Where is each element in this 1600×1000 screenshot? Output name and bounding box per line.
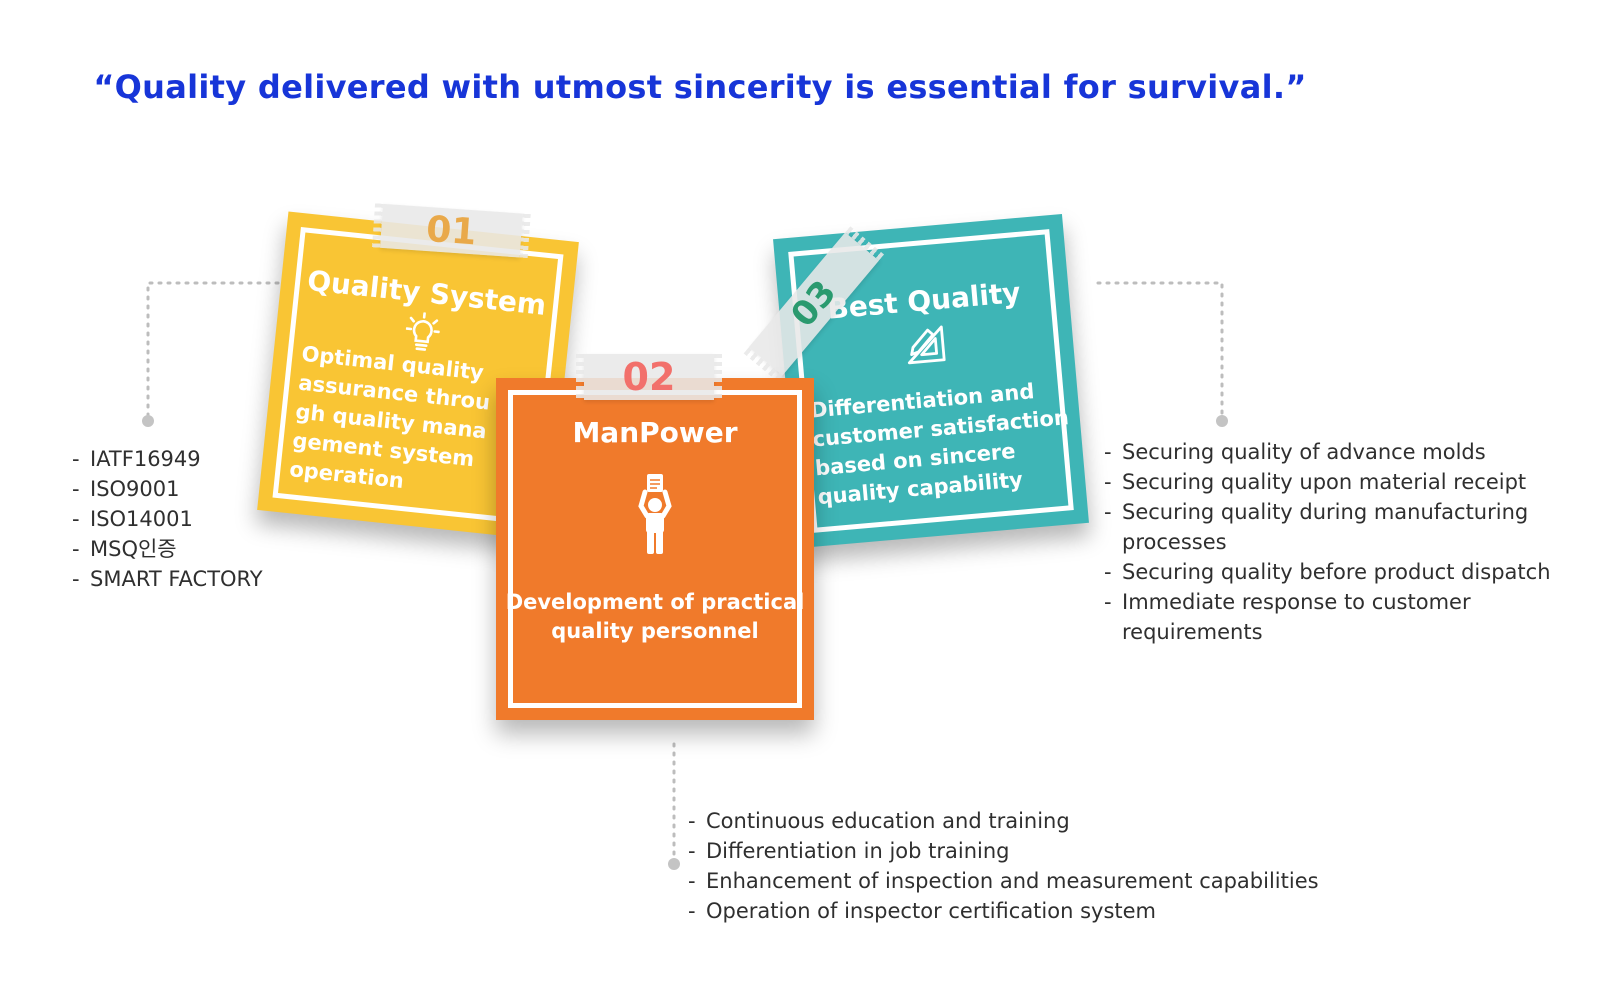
connector-quality-system (146, 281, 280, 422)
list-item: Securing quality before product dispatch (1104, 557, 1584, 587)
card-number: 01 (424, 208, 478, 253)
card-quality-system: Quality System Optimal quality assurance… (257, 203, 579, 541)
list-item: Securing quality during manufacturing pr… (1104, 497, 1572, 557)
list-item: IATF16949 (72, 444, 263, 474)
list-manpower: Continuous education and training Differ… (688, 806, 1319, 926)
card-description: Optimal quality assurance through qualit… (288, 341, 492, 494)
card-title: ManPower (572, 416, 738, 449)
connector-best-quality (1096, 281, 1224, 422)
list-item: Operation of inspector certification sys… (688, 896, 1319, 926)
connector-dot-bottom (668, 858, 680, 870)
list-item: SMART FACTORY (72, 564, 263, 594)
list-best-quality: Securing quality of advance molds Securi… (1104, 437, 1584, 647)
connector-dot-left (142, 415, 154, 427)
ruler-pencil-icon (907, 325, 946, 365)
list-item: Securing quality of advance molds (1104, 437, 1584, 467)
card-manpower: ManPower Development of practical qualit… (496, 354, 814, 720)
list-item: Enhancement of inspection and measuremen… (688, 866, 1319, 896)
list-item: ISO14001 (72, 504, 263, 534)
list-quality-system: IATF16949 ISO9001 ISO14001 MSQ인증 SMART F… (72, 444, 263, 594)
card-description: Differentiation and customer satisfactio… (809, 379, 1070, 510)
list-item: MSQ인증 (72, 534, 263, 564)
number-tape: 02 (576, 354, 722, 400)
person-with-document-icon (638, 474, 672, 554)
lightbulb-icon (405, 312, 441, 351)
headline-quote: “Quality delivered with utmost sincerity… (93, 68, 1307, 106)
connector-dot-right (1216, 415, 1228, 427)
card-description: Development of practical quality personn… (505, 590, 805, 643)
card-number: 02 (622, 355, 676, 399)
list-item: Immediate response to customer requireme… (1104, 587, 1522, 647)
list-item: Continuous education and training (688, 806, 1319, 836)
list-item: Differentiation in job training (688, 836, 1319, 866)
card-best-quality: Best Quality Differentiation and custome… (748, 213, 1089, 549)
list-item: ISO9001 (72, 474, 263, 504)
list-item: Securing quality upon material receipt (1104, 467, 1584, 497)
